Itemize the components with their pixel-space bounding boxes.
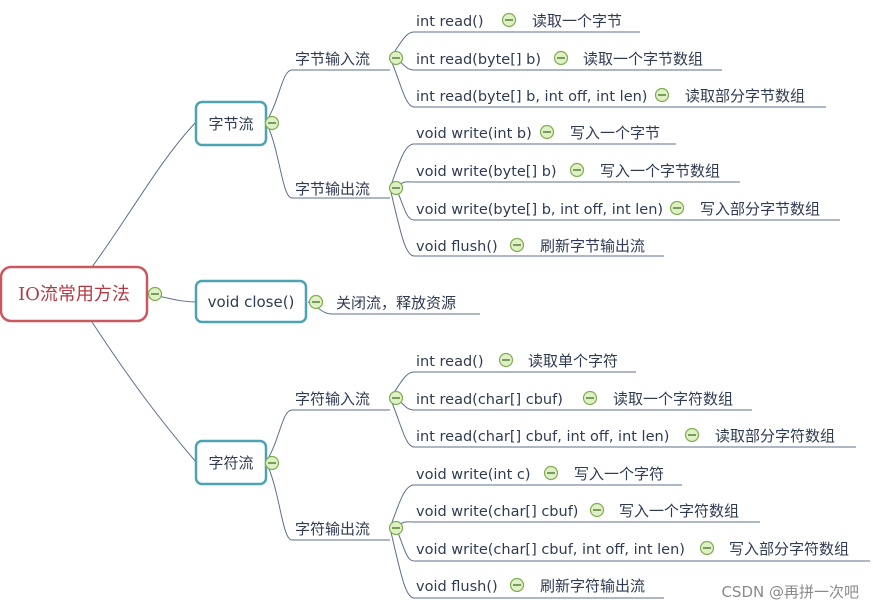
method-label: void flush() — [416, 579, 498, 595]
method-label: void write(byte[] b) — [416, 164, 557, 180]
method-label: void flush() — [416, 239, 498, 255]
method-label: int read() — [416, 14, 483, 30]
node-char-stream[interactable]: 字符流 — [194, 439, 268, 486]
desc-label: 读取单个字符 — [528, 352, 618, 370]
desc-label: 读取一个字符数组 — [613, 390, 733, 408]
collapse-icon[interactable] — [308, 294, 324, 310]
collapse-icon[interactable] — [498, 352, 514, 368]
collapse-icon[interactable] — [501, 12, 517, 28]
collapse-icon[interactable] — [553, 50, 569, 66]
collapse-icon[interactable] — [388, 180, 404, 196]
char-output-label: 字符输出流 — [295, 520, 370, 538]
node-byte-stream[interactable]: 字节流 — [194, 100, 268, 147]
desc-label: 刷新字符输出流 — [540, 577, 645, 595]
byte-stream-label: 字节流 — [208, 115, 253, 133]
byte-output-label: 字节输出流 — [295, 180, 370, 198]
method-label: int read(char[] cbuf) — [416, 392, 563, 408]
collapse-icon[interactable] — [684, 427, 700, 443]
collapse-icon[interactable] — [543, 465, 559, 481]
desc-label: 写入一个字符 — [574, 465, 664, 483]
collapse-icon[interactable] — [388, 520, 404, 536]
close-desc: 关闭流，释放资源 — [336, 294, 456, 312]
desc-label: 写入一个字符数组 — [619, 502, 739, 520]
method-label: int read(byte[] b, int off, int len) — [416, 89, 647, 105]
method-label: void write(byte[] b, int off, int len) — [416, 202, 663, 218]
desc-label: 读取一个字节 — [532, 12, 622, 30]
close-label: void close() — [208, 293, 295, 311]
collapse-icon[interactable] — [539, 124, 555, 140]
collapse-icon[interactable] — [388, 50, 404, 66]
collapse-icon[interactable] — [569, 162, 585, 178]
collapse-icon[interactable] — [264, 455, 280, 471]
node-close[interactable]: void close() — [194, 279, 308, 324]
desc-label: 读取部分字符数组 — [715, 427, 835, 445]
method-label: void write(char[] cbuf) — [416, 504, 578, 520]
method-label: int read(byte[] b) — [416, 52, 541, 68]
root-node[interactable]: IO流常用方法 — [0, 265, 149, 323]
collapse-icon[interactable] — [509, 577, 525, 593]
collapse-icon[interactable] — [654, 87, 670, 103]
method-label: void write(int c) — [416, 467, 531, 483]
collapse-icon[interactable] — [388, 390, 404, 406]
desc-label: 读取一个字节数组 — [583, 50, 703, 68]
collapse-icon[interactable] — [264, 115, 280, 131]
method-label: void write(char[] cbuf, int off, int len… — [416, 542, 685, 558]
desc-label: 读取部分字节数组 — [685, 87, 805, 105]
byte-input-label: 字节输入流 — [295, 50, 370, 68]
char-stream-label: 字符流 — [208, 454, 253, 472]
method-label: int read(char[] cbuf, int off, int len) — [416, 429, 669, 445]
root-label: IO流常用方法 — [18, 284, 130, 305]
method-label: void write(int b) — [416, 126, 532, 142]
collapse-icon[interactable] — [582, 390, 598, 406]
collapse-icon[interactable] — [669, 200, 685, 216]
char-input-label: 字符输入流 — [295, 390, 370, 408]
desc-label: 刷新字节输出流 — [540, 237, 645, 255]
collapse-icon[interactable] — [509, 237, 525, 253]
desc-label: 写入部分字节数组 — [700, 200, 820, 218]
desc-label: 写入一个字节 — [570, 124, 660, 142]
collapse-icon[interactable] — [589, 502, 605, 518]
desc-label: 写入部分字符数组 — [729, 540, 849, 558]
collapse-icon[interactable] — [147, 286, 163, 302]
method-label: int read() — [416, 354, 483, 370]
watermark: CSDN @再拼一次吧 — [721, 583, 859, 601]
collapse-icon[interactable] — [699, 540, 715, 556]
desc-label: 写入一个字节数组 — [600, 162, 720, 180]
